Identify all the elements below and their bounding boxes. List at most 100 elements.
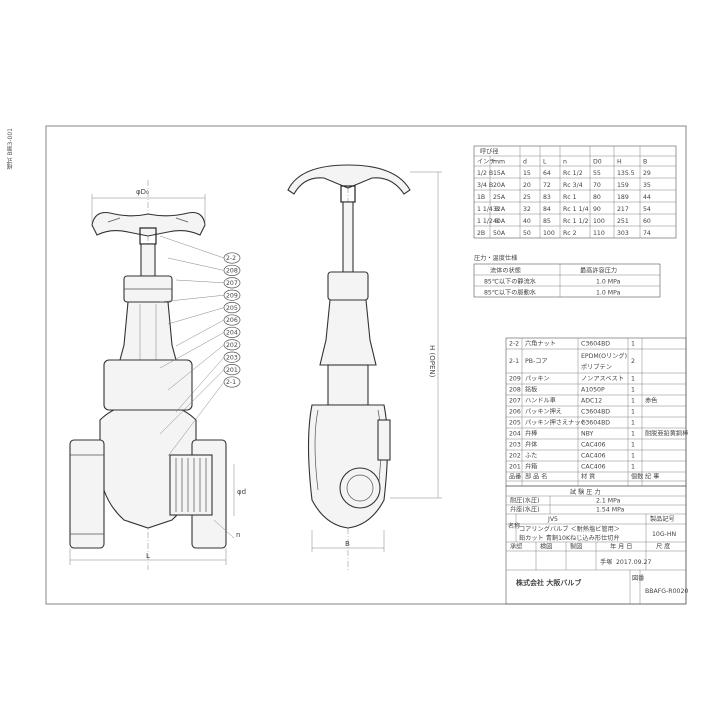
parts-col-header: 材 質 bbox=[581, 473, 595, 481]
part-cell: 銘板 bbox=[525, 386, 537, 394]
part-cell: 弁箱 bbox=[525, 463, 537, 471]
size-cell: 35 bbox=[643, 182, 651, 189]
size-col-header: インチ bbox=[477, 159, 496, 166]
part-cell: 赤色 bbox=[645, 397, 657, 405]
size-cell: Rc 1 1/4 bbox=[563, 206, 589, 213]
size-cell: 1/2 B bbox=[477, 170, 493, 177]
part-cell: C3604BD bbox=[581, 341, 610, 348]
size-cell: 84 bbox=[543, 206, 551, 213]
part-cell: 1 bbox=[631, 431, 635, 438]
part-cell: 弁体 bbox=[525, 441, 538, 449]
product-code: 10G-HN bbox=[652, 531, 677, 538]
part-cell: ふた bbox=[525, 453, 537, 460]
test-value: 2.1 MPa bbox=[596, 498, 621, 505]
size-cell: 32A bbox=[493, 206, 506, 213]
size-cell: 303 bbox=[617, 230, 629, 237]
dim-phi-d: φd bbox=[237, 488, 246, 496]
part-cell: ノンアスベスト bbox=[581, 376, 624, 383]
size-cell: 1B bbox=[477, 194, 485, 201]
size-cell: 64 bbox=[543, 170, 551, 177]
size-col-header: mm bbox=[493, 159, 505, 166]
size-cell: 135.5 bbox=[617, 170, 635, 177]
part-cell: EPDM(Oリング) bbox=[581, 352, 627, 360]
callout-label: 206 bbox=[226, 317, 238, 324]
callout-label: 208 bbox=[226, 268, 238, 275]
size-cell: 217 bbox=[617, 206, 629, 213]
test-title: 試 験 圧 力 bbox=[570, 488, 601, 496]
size-cell: 189 bbox=[617, 194, 629, 201]
dim-n: n bbox=[236, 531, 240, 539]
callout-label: 203 bbox=[226, 354, 238, 361]
standard-code: JV5 bbox=[547, 516, 558, 523]
name-label: 名称 bbox=[508, 522, 520, 530]
size-cell: 100 bbox=[593, 218, 605, 225]
size-cell: 85 bbox=[543, 218, 551, 225]
part-cell: 耐脱亜鉛黄銅棒 bbox=[645, 430, 689, 438]
product-name-line2: 鉛カット 青銅10Kねじ込み形仕切弁 bbox=[519, 534, 620, 542]
size-cell: 1 1/2 B bbox=[477, 218, 499, 225]
dim-l: L bbox=[146, 552, 150, 560]
size-cell: 3/4 B bbox=[477, 182, 493, 189]
size-cell: 40A bbox=[493, 218, 506, 225]
pressure-value: 1.0 MPa bbox=[596, 290, 621, 297]
part-cell: パッキン bbox=[525, 376, 550, 383]
part-cell: C3604BD bbox=[581, 420, 610, 427]
size-cell: 2B bbox=[477, 230, 485, 237]
drawing-no-label: 図番 bbox=[632, 575, 644, 582]
callout-label: 209 bbox=[226, 292, 238, 299]
part-cell: 1 bbox=[631, 464, 635, 471]
part-cell: 弁棒 bbox=[525, 430, 538, 438]
size-cell: 20 bbox=[523, 182, 531, 189]
part-cell: 1 bbox=[631, 409, 635, 416]
pressure-state: 85℃以下の静流水 bbox=[484, 278, 537, 286]
callout-label: 202 bbox=[226, 342, 238, 349]
size-cell: 90 bbox=[593, 206, 601, 213]
callout-label: 2-1 bbox=[226, 379, 236, 386]
title-row-label: 尺 度 bbox=[656, 543, 670, 551]
callout-label: 201 bbox=[226, 367, 238, 374]
size-col-header: B bbox=[643, 159, 647, 166]
pressure-header: 最高許容圧力 bbox=[580, 267, 617, 275]
size-cell: 55 bbox=[593, 170, 601, 177]
pressure-state: 85℃以下の脈動水 bbox=[484, 289, 537, 297]
size-cell: 15 bbox=[523, 170, 531, 177]
title-row-label: 承認 bbox=[510, 543, 522, 551]
product-code-label: 製品記号 bbox=[650, 515, 675, 523]
callout-label: 205 bbox=[226, 305, 238, 312]
size-cell: 32 bbox=[523, 206, 531, 213]
part-cell: CAC406 bbox=[581, 442, 606, 449]
size-table-group-header: 呼び径 bbox=[480, 148, 499, 156]
part-cell: 1 bbox=[631, 376, 635, 383]
part-cell: パッキン押さえナット bbox=[525, 419, 587, 427]
title-row-label: 年 月 日 bbox=[610, 543, 633, 551]
size-col-header: H bbox=[617, 159, 622, 166]
part-cell: 1 bbox=[631, 453, 635, 460]
size-cell: 70 bbox=[593, 182, 601, 189]
part-cell: 201 bbox=[509, 464, 521, 471]
size-cell: Rc 3/4 bbox=[563, 182, 583, 189]
part-cell: 1 bbox=[631, 420, 635, 427]
part-cell: CAC406 bbox=[581, 453, 606, 460]
company-name: 株式会社 大阪バルブ bbox=[516, 578, 581, 587]
part-cell: 206 bbox=[509, 409, 521, 416]
size-cell: 72 bbox=[543, 182, 551, 189]
part-cell: 1 bbox=[631, 398, 635, 405]
part-cell: 1 bbox=[631, 341, 635, 348]
part-cell: A1050P bbox=[581, 387, 605, 394]
size-cell: 15A bbox=[493, 170, 506, 177]
title-row-label: 検図 bbox=[540, 543, 552, 551]
size-cell: 110 bbox=[593, 230, 605, 237]
size-cell: 1 1/4 B bbox=[477, 206, 499, 213]
test-label: 弁座(水圧) bbox=[510, 506, 540, 514]
part-cell: NBY bbox=[581, 431, 594, 438]
product-name-line1: コアリングバルブ ＜耐熱塩ビ管用＞ bbox=[519, 525, 620, 533]
part-cell: 203 bbox=[509, 442, 521, 449]
form-side-label: 様式 B第3-001 bbox=[7, 128, 14, 170]
part-cell: ポリブテン bbox=[581, 363, 612, 371]
part-cell: 1 bbox=[631, 442, 635, 449]
part-cell: PB-コア bbox=[525, 358, 548, 365]
